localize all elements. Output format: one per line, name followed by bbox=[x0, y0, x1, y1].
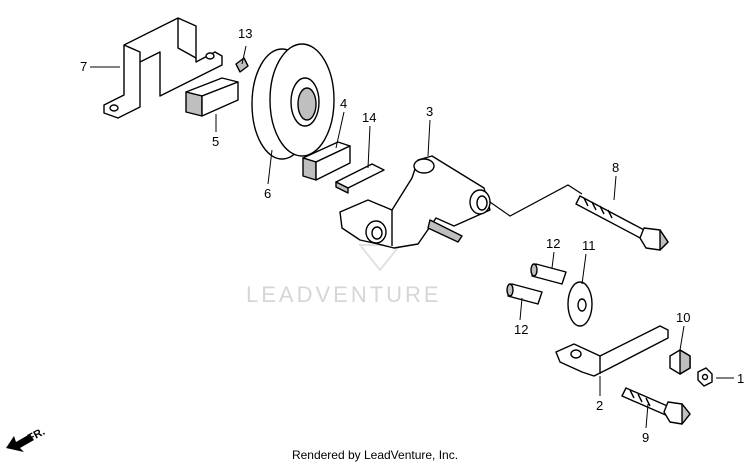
part-14-plate[interactable] bbox=[335, 163, 385, 194]
callout-7: 7 bbox=[80, 59, 87, 74]
footer-credit: Rendered by LeadVenture, Inc. bbox=[291, 448, 459, 462]
part-2-bracket[interactable] bbox=[555, 325, 669, 377]
callout-6: 6 bbox=[264, 186, 271, 201]
callout-9: 9 bbox=[642, 430, 649, 445]
watermark-text: LEADVENTURE bbox=[246, 282, 442, 307]
part-6-pulley[interactable] bbox=[251, 43, 335, 160]
callout-3: 3 bbox=[426, 104, 433, 119]
callout-1: 1 bbox=[737, 371, 744, 386]
callout-4: 4 bbox=[340, 96, 347, 111]
callout-14: 14 bbox=[362, 110, 376, 125]
callout-10: 10 bbox=[676, 310, 690, 325]
callout-13: 13 bbox=[238, 26, 252, 41]
callout-11: 11 bbox=[582, 238, 596, 253]
part-11-washer[interactable] bbox=[567, 281, 593, 327]
part-3-casting[interactable] bbox=[339, 155, 491, 249]
leader-casting-bolt bbox=[489, 184, 583, 217]
part-10-nut[interactable] bbox=[669, 349, 691, 375]
part-9-bolt[interactable] bbox=[621, 387, 691, 425]
direction-label: FR. bbox=[26, 426, 47, 445]
part-12-pin-upper[interactable] bbox=[530, 263, 567, 285]
leader-lines bbox=[90, 45, 734, 429]
callout-12-upper: 12 bbox=[546, 236, 560, 251]
callout-5: 5 bbox=[212, 134, 219, 149]
callout-2: 2 bbox=[596, 398, 603, 413]
part-5-block[interactable] bbox=[185, 77, 239, 117]
part-8-bolt[interactable] bbox=[575, 195, 669, 251]
part-13-key[interactable] bbox=[235, 57, 249, 73]
callout-8: 8 bbox=[612, 160, 619, 175]
part-1-nut[interactable] bbox=[697, 367, 713, 387]
callout-12-lower: 12 bbox=[514, 322, 528, 337]
part-4-key[interactable] bbox=[302, 141, 351, 181]
part-12-pin-lower[interactable] bbox=[506, 283, 543, 305]
watermark-logo bbox=[357, 244, 403, 272]
part-7-bracket[interactable] bbox=[103, 17, 223, 119]
